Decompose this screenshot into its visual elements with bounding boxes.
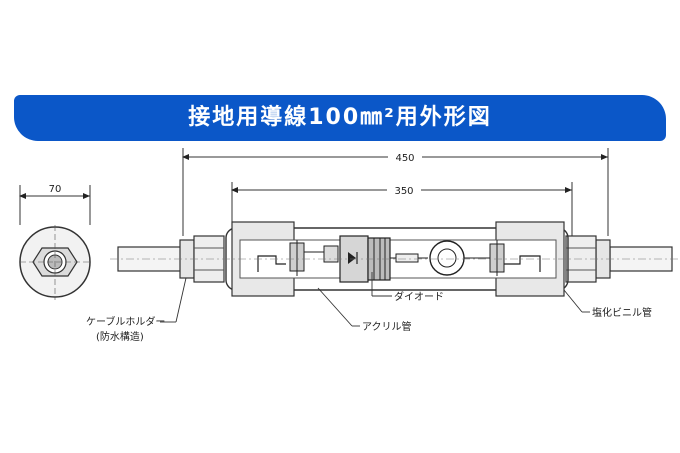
- dim-70: 70: [49, 184, 62, 195]
- label-cable-holder-note: (防水構造): [96, 330, 144, 343]
- end-view: [19, 185, 91, 300]
- label-diode: ダイオード: [394, 290, 444, 303]
- leaders: [160, 272, 590, 327]
- title-banner: [14, 95, 666, 141]
- diagram-title: 接地用導線100㎜²用外形図: [188, 105, 492, 130]
- label-cable-holder: ケーブルホルダー: [86, 315, 165, 328]
- label-acrylic-tube: アクリル管: [362, 320, 412, 333]
- dim-350: 350: [394, 186, 413, 197]
- dim-450: 450: [395, 153, 414, 164]
- label-pvc-tube: 塩化ビニル管: [592, 306, 652, 319]
- side-view: [110, 221, 680, 297]
